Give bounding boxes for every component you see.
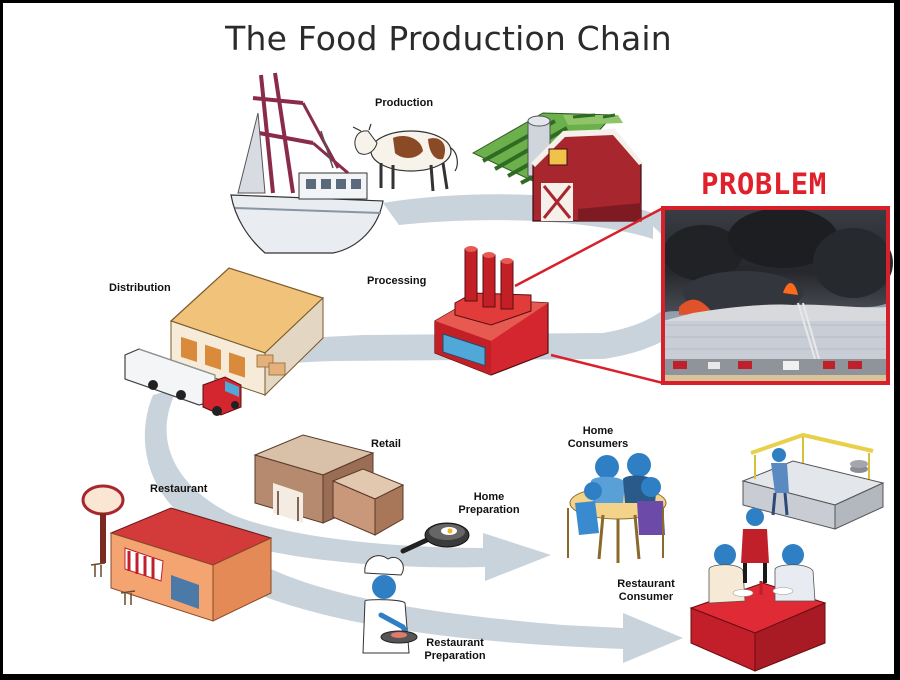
stage-label-processing: Processing <box>367 275 427 287</box>
stage-label-restaurant-consumer: Restaurant Consumer <box>617 578 675 603</box>
family-table-icon <box>567 453 667 563</box>
chef-icon <box>362 555 418 654</box>
factory-icon <box>434 246 549 376</box>
stage-label-restaurant-preparation: Restaurant Preparation <box>424 637 486 662</box>
stage-label-distribution: Distribution <box>109 282 171 294</box>
cow-icon <box>352 123 458 192</box>
stage-label-production: Production <box>375 97 434 109</box>
food-chain-illustration <box>81 72 893 672</box>
problem-callout-lines <box>514 206 664 385</box>
stage-label-retail: Retail <box>371 438 401 450</box>
fishing-boat-icon <box>230 72 384 254</box>
problem-label: PROBLEM <box>701 167 827 201</box>
warehouse-icon <box>169 267 325 397</box>
page-title: The Food Production Chain <box>225 19 672 58</box>
restaurant-diners-icon <box>689 508 827 672</box>
barn-icon <box>531 129 643 222</box>
frying-pan-icon <box>400 522 470 554</box>
truck-icon <box>124 348 242 416</box>
retail-store-icon <box>253 434 405 536</box>
stage-label-restaurant: Restaurant <box>150 483 208 495</box>
stage-label-home-preparation: Home Preparation <box>458 491 520 516</box>
diagram-canvas: The Food Production Chain Production Pro… <box>3 3 894 674</box>
buffet-icon <box>741 432 885 530</box>
stage-label-home-consumers: Home Consumers <box>567 425 629 450</box>
restaurant-icon <box>81 484 273 622</box>
warehouse-fire-photo <box>661 206 893 385</box>
